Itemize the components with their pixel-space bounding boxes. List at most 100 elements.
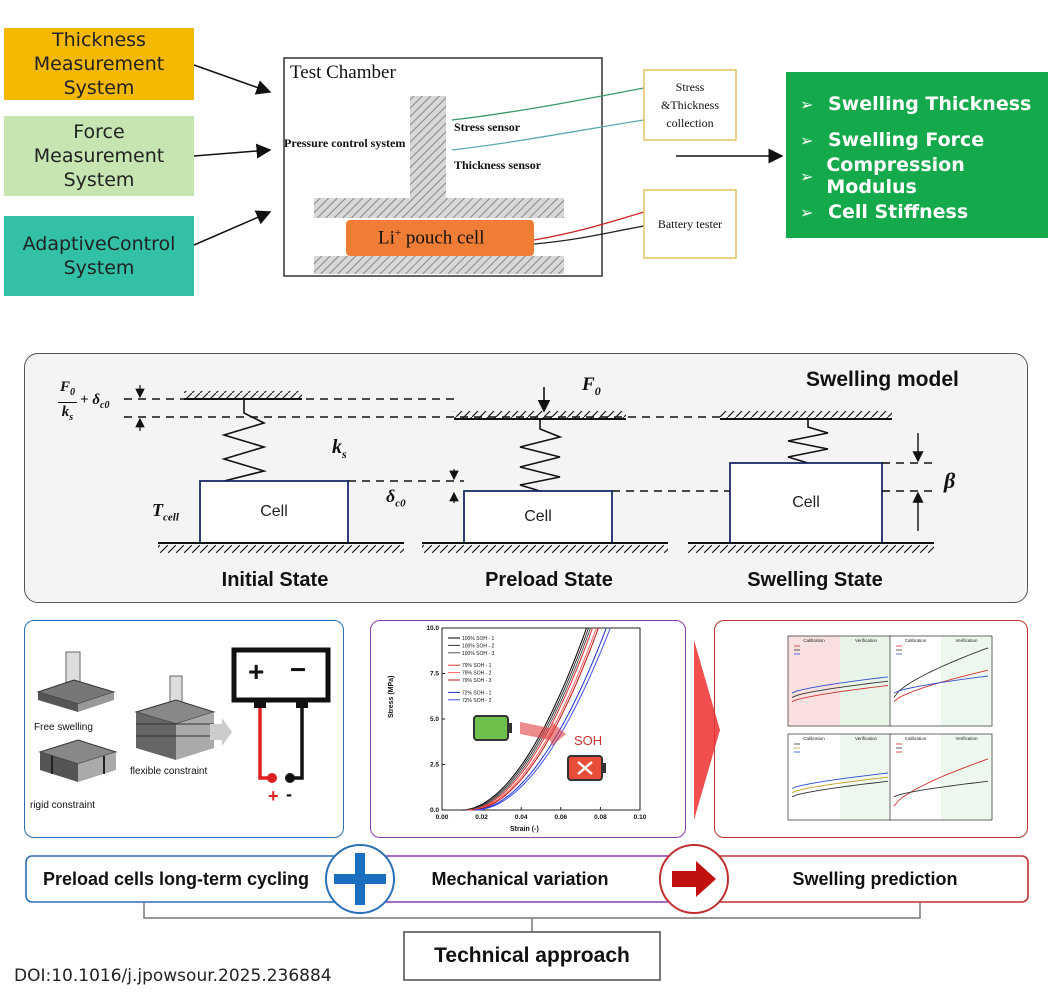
collection-box: [643, 69, 737, 141]
mini-verification-label: Verification: [855, 638, 878, 643]
free-swelling-label: Free swelling: [34, 722, 93, 733]
mini-series-line: [791, 776, 889, 794]
formula-f: F: [60, 379, 71, 395]
arrow-bullet-icon: ➢: [800, 166, 814, 186]
verification-region: [840, 734, 892, 820]
formula-delta-sub: c0: [100, 399, 110, 411]
approach-svg: [25, 844, 1029, 981]
rigid-constraint-label: rigid constraint: [30, 800, 96, 811]
bracket-line: [143, 902, 921, 932]
swelling-model-svg: [124, 385, 936, 553]
series-line: [463, 627, 589, 811]
x-tick-label: 0.04: [515, 814, 528, 821]
delta-c0-label: δc0: [386, 486, 406, 510]
battery-plus-sign: +: [248, 656, 265, 687]
series-line: [473, 627, 607, 811]
ks-sub: s: [342, 447, 347, 461]
delta-sub: c0: [395, 497, 406, 510]
flow-arrow-icon: [210, 718, 232, 746]
prediction-label: Swelling prediction: [792, 868, 958, 889]
battery-tip: [602, 763, 606, 773]
x-tick-label: 0.08: [594, 814, 607, 821]
x-tick-label: 0.00: [436, 814, 449, 821]
collection-text: Stress &Thickness collection: [661, 80, 719, 130]
swelling-model-title: Swelling model: [806, 368, 959, 391]
battery-tester-box: [643, 189, 737, 259]
results-box: ➢Swelling Thickness ➢Swelling Force ➢Com…: [786, 72, 1048, 238]
preload-cell: [463, 490, 613, 544]
flexible-constraint-fixture: [134, 675, 216, 760]
result-item-thickness: ➢Swelling Thickness: [800, 86, 1048, 122]
battery-black-line: [533, 225, 645, 245]
mini-series-line: [893, 780, 989, 798]
preload-ground: [422, 545, 668, 553]
flexible-constraint-label: flexible constraint: [130, 766, 208, 777]
legend-label: 100% SOH - 1: [462, 636, 494, 642]
initial-cell: [199, 480, 349, 544]
formula-k: k: [61, 404, 70, 420]
battery-symbol: [231, 647, 331, 703]
swelling-cell: [729, 462, 883, 544]
doi-text: DOI:10.1016/j.jpowsour.2025.236884: [14, 966, 332, 986]
swelling-cell-label: Cell: [792, 494, 820, 511]
adaptive-control-system-box: AdaptiveControl System: [4, 216, 194, 296]
mini-series-line: [791, 676, 889, 694]
stress-sensor-label: Stress sensor: [454, 120, 521, 134]
top-diagram-svg: [193, 57, 784, 277]
mechanical-label: Mechanical variation: [431, 868, 609, 889]
terminal-minus: -: [286, 784, 292, 804]
beta-label: β: [944, 468, 956, 493]
preload-top-wall: [454, 411, 626, 419]
pouch-cell-label: Li+ pouch cell: [378, 227, 484, 249]
formula-k-sub: s: [69, 412, 74, 423]
arrow-right-icon: [520, 722, 566, 746]
preload-state-group: [422, 387, 668, 553]
calibration-region: [890, 734, 941, 820]
preload-spring: [519, 419, 563, 492]
cell-plus: +: [394, 227, 402, 239]
tcell-label: Tcell: [152, 500, 179, 524]
adaptive-system-label: AdaptiveControl System: [22, 233, 176, 279]
result-item-label: Swelling Thickness: [828, 93, 1032, 115]
mini-calibration-label: Calibration: [905, 638, 927, 643]
mini-series-line: [791, 780, 889, 798]
swelling-top-wall: [720, 411, 892, 419]
f0-sub: 0: [594, 383, 601, 398]
mini-series-line: [893, 647, 989, 698]
technical-approach-box: [403, 931, 661, 981]
formula-f-sub: 0: [70, 387, 76, 398]
mini-chart-frame: [889, 635, 993, 727]
close-icon: [577, 761, 593, 775]
initial-state-group: [158, 391, 404, 553]
battery-tester-label: Battery tester: [644, 190, 736, 258]
legend-label: 79% SOH - 3: [462, 678, 492, 684]
lower-plate: [314, 256, 564, 274]
chart-xlabel: Strain (-): [510, 826, 539, 833]
pressure-rod: [410, 96, 446, 200]
y-tick-label: 2.5: [430, 762, 439, 769]
series-line: [471, 627, 599, 811]
y-tick-label: 7.5: [430, 671, 439, 678]
series-line: [469, 627, 597, 811]
tcell-t: T: [152, 500, 163, 520]
swelling-spring: [787, 419, 829, 464]
x-tick-label: 0.10: [634, 814, 647, 821]
battery-tip: [508, 723, 512, 733]
free-swelling-fixture: [36, 651, 116, 712]
ks-label: ks: [332, 436, 347, 462]
initial-ground: [158, 545, 404, 553]
y-tick-label: 5.0: [430, 716, 439, 723]
arrow-force: [193, 143, 272, 159]
arrow-right-icon: [672, 861, 716, 897]
delta-symbol: δ: [386, 486, 396, 506]
pouch-cell: [346, 220, 534, 256]
chevron-right-icon: [694, 640, 720, 820]
initial-spring: [221, 399, 268, 486]
swelling-ground: [688, 545, 934, 553]
cell-suffix: pouch cell: [401, 227, 485, 249]
mini-series-line: [791, 685, 889, 703]
mini-calibration-label: Calibration: [803, 736, 825, 741]
legend-label: 79% SOH - 1: [462, 663, 492, 669]
series-line: [465, 627, 591, 811]
